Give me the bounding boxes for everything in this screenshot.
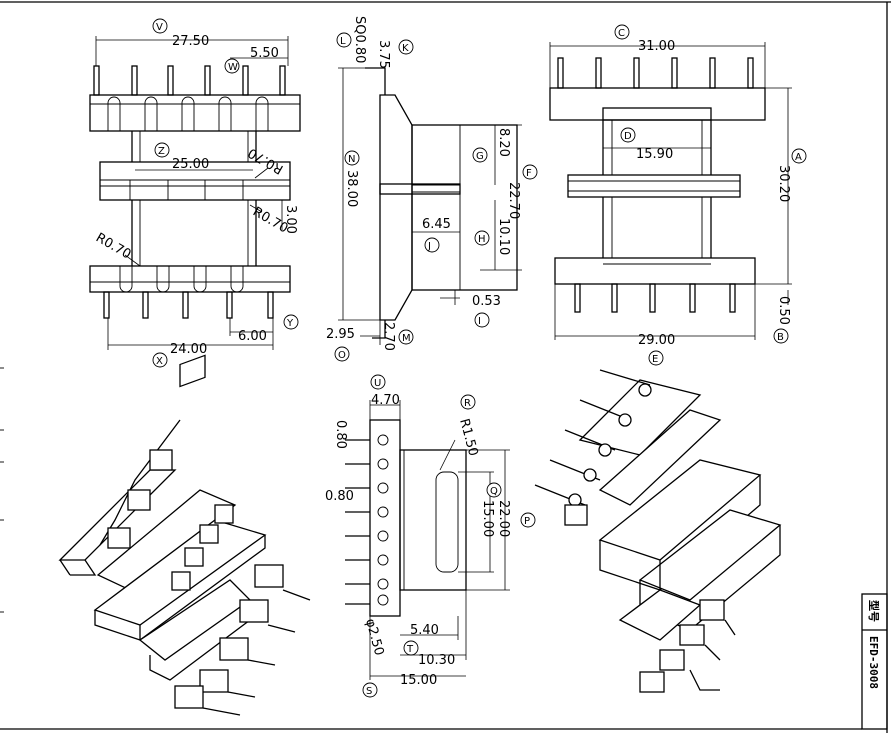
dim-15-00-v: 15.00 xyxy=(480,500,495,537)
bubble-X: X xyxy=(156,356,163,367)
front-view xyxy=(89,36,301,350)
bubble-O: O xyxy=(338,350,346,361)
part-name: EFD-3008 xyxy=(867,636,880,689)
dim-5-50: 5.50 xyxy=(250,46,279,61)
dim-6-45: 6.45 xyxy=(422,217,451,232)
dim-8-20: 8.20 xyxy=(496,128,511,157)
dim-sq080: SQ0.80 xyxy=(352,16,367,63)
bottom-view xyxy=(345,400,510,680)
dim-15-00-h: 15.00 xyxy=(400,673,437,688)
dim-r070-a: R0.70 xyxy=(246,144,286,176)
title-block-label: 型号 xyxy=(867,600,881,622)
bubble-K: K xyxy=(402,43,409,54)
right-bottom-pins xyxy=(574,283,736,313)
bubble-B: B xyxy=(777,332,784,343)
bubble-S: S xyxy=(366,686,372,697)
front-bottom-pins xyxy=(103,291,274,319)
dim-24-00: 24.00 xyxy=(170,342,207,357)
bubble-C: C xyxy=(618,28,625,39)
dim-6-00: 6.00 xyxy=(238,329,267,344)
bubble-P: P xyxy=(524,516,530,527)
bubble-W: W xyxy=(228,62,238,73)
bubble-T: T xyxy=(406,644,414,655)
bubble-U: U xyxy=(374,378,381,389)
bubble-M: M xyxy=(402,333,411,344)
right-view xyxy=(549,42,792,340)
right-view-dims: 31.00 15.90 30.20 0.50 29.00 C D A B xyxy=(614,24,807,348)
bubble-A: A xyxy=(795,152,802,163)
dim-0-80-b: 0.80 xyxy=(325,489,354,504)
bubble-I: I xyxy=(478,316,481,327)
bubble-H: H xyxy=(478,234,486,245)
bubble-N: N xyxy=(348,154,355,165)
dim-22-70: 22.70 xyxy=(506,182,521,219)
side-view-dims: SQ0.80 3.75 38.00 8.20 22.70 6.45 10.10 … xyxy=(326,16,538,362)
dim-0-50: 0.50 xyxy=(776,296,791,325)
iso-view-right: E xyxy=(534,350,782,693)
dim-29-00: 29.00 xyxy=(638,333,675,348)
bubble-Z: Z xyxy=(158,146,165,157)
dim-3-00: 3.00 xyxy=(283,205,298,234)
front-top-pins xyxy=(93,65,286,96)
dim-31-00: 31.00 xyxy=(638,39,675,54)
dim-30-20: 30.20 xyxy=(776,165,791,202)
side-view xyxy=(338,67,522,345)
dim-15-90: 15.90 xyxy=(636,147,673,162)
dim-2-95: 2.95 xyxy=(326,327,355,342)
dim-38-00: 38.00 xyxy=(344,170,359,207)
dim-10-30: 10.30 xyxy=(418,653,455,668)
bubble-J: J xyxy=(427,241,431,252)
bubble-F: F xyxy=(526,168,532,179)
bottom-pins xyxy=(345,439,370,605)
dim-22-00: 22.00 xyxy=(496,500,511,537)
bubble-Y: Y xyxy=(286,318,294,329)
dim-25-00: 25.00 xyxy=(172,157,209,172)
bubble-D: D xyxy=(624,131,632,142)
bubble-E: E xyxy=(652,354,658,365)
dim-3-75: 3.75 xyxy=(376,40,391,69)
bubble-V: V xyxy=(156,22,163,33)
bubble-G: G xyxy=(476,151,484,162)
dim-5-40: 5.40 xyxy=(410,623,439,638)
dim-0-80-a: 0.80 xyxy=(333,420,348,449)
dim-r150: R1.50 xyxy=(456,417,480,458)
bubble-L: L xyxy=(340,36,346,47)
title-block: 型号 EFD-3008 xyxy=(861,593,888,730)
dim-27-50: 27.50 xyxy=(172,34,209,49)
dim-4-70: 4.70 xyxy=(371,393,400,408)
dim-10-10: 10.10 xyxy=(496,218,511,255)
right-top-pins xyxy=(557,57,754,89)
dim-phi250: φ2.50 xyxy=(362,617,386,657)
dim-2-70: 2.70 xyxy=(381,322,396,351)
dim-0-53: 0.53 xyxy=(472,294,501,309)
dim-r070-c: R0.70 xyxy=(93,230,133,262)
iso-view-left xyxy=(58,354,311,716)
front-view-dims: 27.50 5.50 25.00 R0.70 R0.70 3.00 R0.70 … xyxy=(93,18,299,368)
bubble-R: R xyxy=(464,398,471,409)
bubble-Q: Q xyxy=(490,486,498,497)
